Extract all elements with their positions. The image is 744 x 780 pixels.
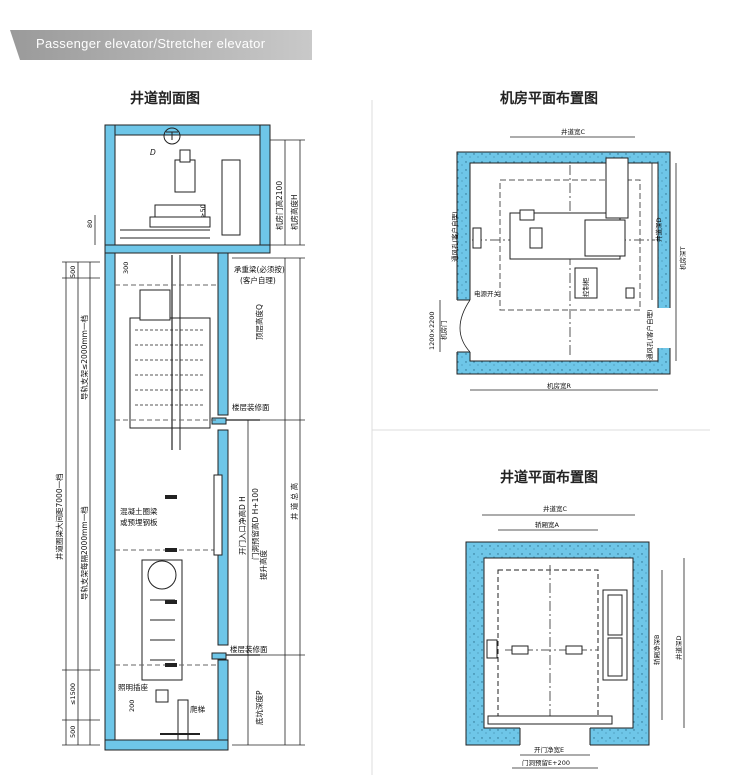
beam-label: 承重梁(必须按) [234, 264, 285, 274]
section-title: 井道剖面图 [130, 91, 200, 107]
ladder-label: 爬梯 [190, 704, 205, 714]
mr-room-width: 机房宽R [547, 381, 572, 390]
sp-car-width: 轿厢宽A [535, 520, 560, 529]
ring-beam-label: 井道圈梁大间距7000一档 [54, 473, 64, 560]
pit-dimension: ≤1500 [69, 683, 77, 705]
dim-500-top: 500 [69, 266, 77, 278]
concrete-beam-label: 混凝土圈梁 [120, 506, 158, 516]
sp-door-reserve: 门洞预留E+200 [522, 758, 570, 767]
control-cabinet-label: 控制柜 [581, 277, 590, 297]
machine-room-height: 机房高度H [289, 194, 299, 230]
dim-50: ≥50 [199, 204, 207, 218]
door-reserve-height: 门洞预留高D H+100 [250, 488, 260, 560]
mr-shaft-width: 井道宽C [561, 127, 586, 136]
sp-car-depth: 轿厢净深B [652, 635, 661, 665]
power-switch-label: 电源开关 [474, 289, 501, 298]
door-size-label: 1200×2200 [428, 311, 436, 350]
machine-room-plan [439, 136, 677, 391]
banner-shape [10, 30, 312, 60]
dim-300: 300 [122, 262, 130, 274]
section-view [62, 124, 305, 751]
shaft-total-height: 井 道 总 高 [289, 482, 299, 520]
dim-500-bottom: 500 [69, 726, 77, 738]
machine-door-height: 机房门高2100 [274, 181, 284, 230]
lift-height-label: 提升高度 [258, 550, 268, 580]
sp-door-clear: 开门净宽E [534, 745, 564, 754]
floor-decor-bottom: 楼层装修面 [230, 644, 268, 654]
pit-depth-label: 底坑深度P [254, 690, 264, 725]
shaft-plan [465, 514, 685, 769]
beam-label-2: (客户自理) [240, 275, 276, 285]
vent-hole-right: 通风孔(客户自理) [645, 309, 654, 360]
lighting-socket-label: 照明插座 [118, 682, 148, 692]
floor-decor-top: 楼层装修面 [232, 402, 270, 412]
machine-door-label: 机房门 [439, 321, 448, 341]
sp-shaft-depth: 井道深D [674, 635, 683, 660]
banner-title: Passenger elevator/Stretcher elevator [36, 36, 266, 51]
mr-shaft-depth: 井道深D [654, 217, 663, 242]
top-height-label: 顶层高度Q [254, 304, 264, 340]
door-open-height: 开门入口净高D H [237, 496, 247, 555]
dim-80: 80 [86, 220, 94, 228]
dim-200: 200 [128, 700, 136, 712]
rail-distance-label: 导轨支架≤2000mm一档 [79, 315, 89, 400]
embed-plate-label: 或预埋钢板 [120, 517, 158, 527]
rail-distance-label-2: 导轨支架每隔2000mm一档 [79, 506, 89, 600]
section-d-label: D [150, 148, 156, 157]
machine-room-title: 机房平面布置图 [500, 91, 598, 107]
shaft-plan-title: 井道平面布置图 [500, 470, 598, 486]
vent-hole-left: 通风孔(客户自理) [450, 211, 459, 262]
mr-room-depth: 机房深T [678, 247, 687, 271]
sp-shaft-width: 井道宽C [543, 504, 568, 513]
